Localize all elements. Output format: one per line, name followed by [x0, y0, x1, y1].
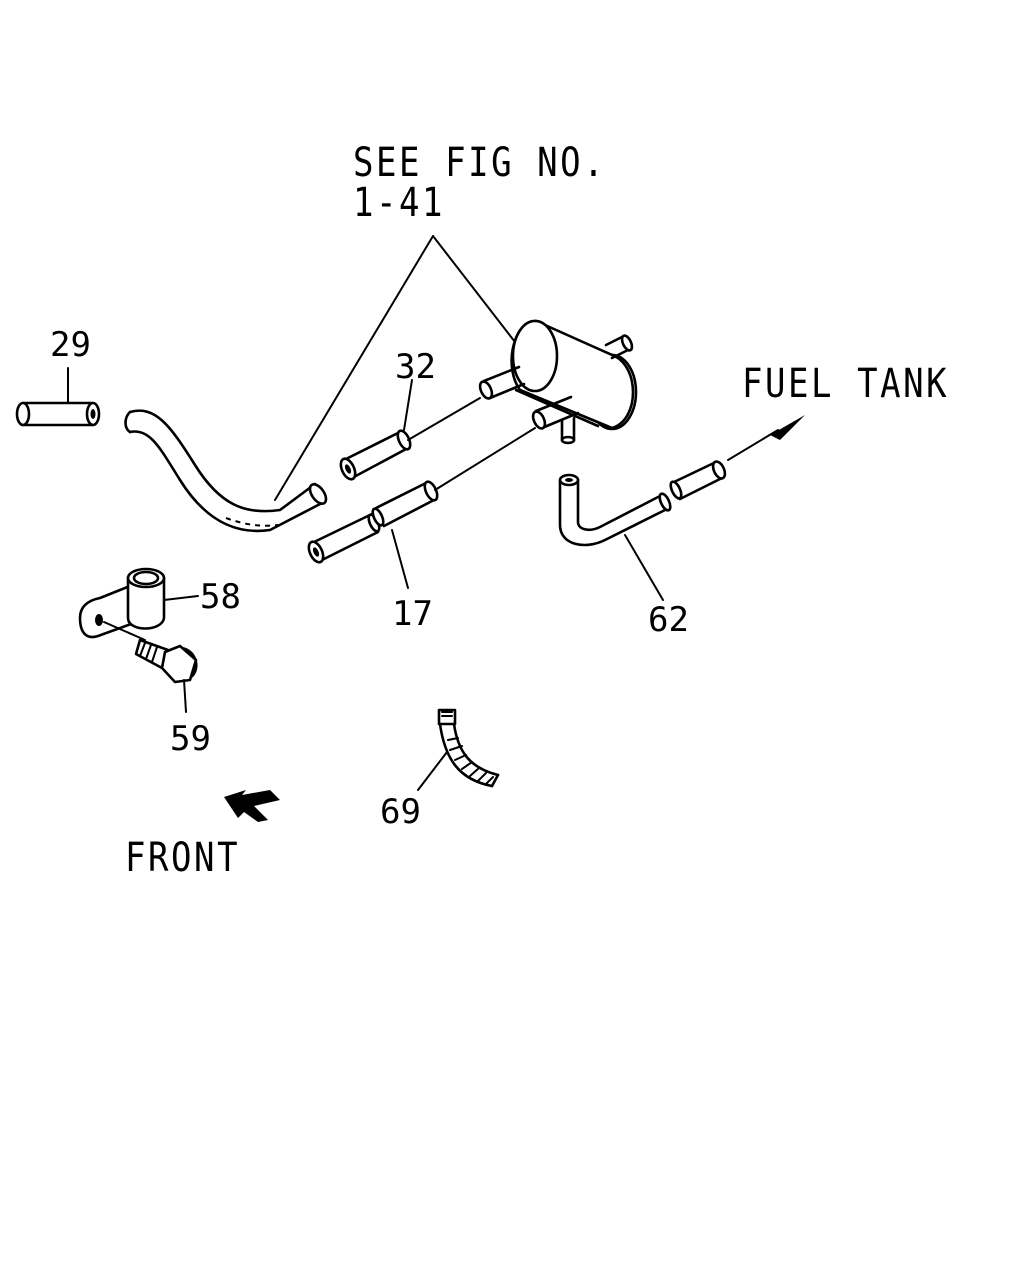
- curved-hose-ref: [124, 409, 328, 533]
- hose-17: [307, 427, 536, 589]
- reference-line-1: SEE FIG NO.: [353, 140, 607, 186]
- reference-line-2: 1-41: [353, 180, 446, 226]
- part-number-69: 69: [380, 792, 421, 832]
- part-number-62: 62: [648, 600, 689, 640]
- part-number-32: 32: [395, 347, 436, 387]
- part-number-58: 58: [200, 577, 241, 617]
- front-label: FRONT: [125, 835, 241, 881]
- reference-leader-lines: [274, 235, 516, 501]
- hose-32: [339, 379, 481, 481]
- part-number-59: 59: [170, 719, 211, 759]
- canister-ref: [478, 319, 638, 445]
- fuel-tank-label: FUEL TANK: [742, 361, 950, 407]
- clip-58: [78, 567, 199, 641]
- part-number-17: 17: [392, 594, 433, 634]
- part-number-29: 29: [50, 325, 91, 365]
- front-arrow-icon: [224, 790, 280, 822]
- cable-tie-69: [417, 708, 500, 791]
- hose-62: [558, 415, 805, 601]
- hose-29: [15, 367, 101, 427]
- bolt-59: [134, 638, 198, 713]
